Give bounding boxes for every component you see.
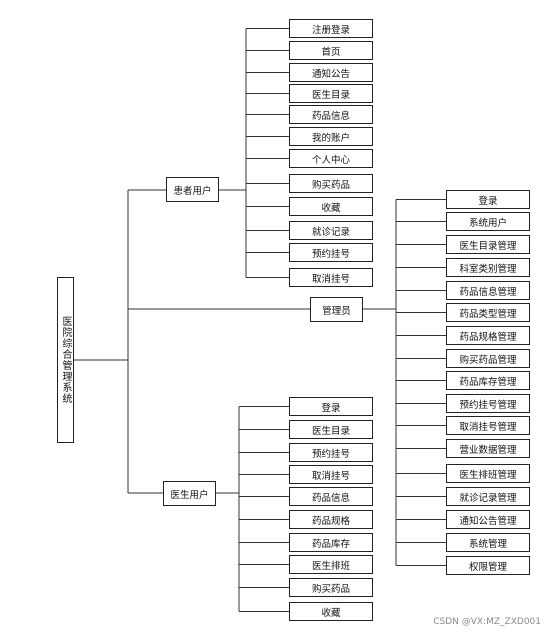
leaf-node-patient-3: 医生目录: [289, 84, 373, 103]
group-node-admin: 管理员: [310, 297, 363, 322]
leaf-node-admin-14: 通知公告管理: [446, 510, 530, 529]
leaf-node-patient-4: 药品信息: [289, 105, 373, 124]
leaf-node-admin-11: 营业数据管理: [446, 439, 530, 458]
leaf-node-doctor-9: 收藏: [289, 602, 373, 621]
leaf-node-patient-0: 注册登录: [289, 19, 373, 38]
leaf-node-doctor-6: 药品库存: [289, 533, 373, 552]
leaf-node-patient-6: 个人中心: [289, 149, 373, 168]
leaf-node-patient-1: 首页: [289, 41, 373, 60]
leaf-node-admin-12: 医生排班管理: [446, 464, 530, 483]
leaf-node-admin-5: 药品类型管理: [446, 303, 530, 322]
leaf-node-admin-6: 药品规格管理: [446, 326, 530, 345]
leaf-node-admin-1: 系统用户: [446, 212, 530, 231]
leaf-node-doctor-1: 医生目录: [289, 420, 373, 439]
leaf-node-patient-9: 就诊记录: [289, 221, 373, 240]
leaf-node-patient-2: 通知公告: [289, 63, 373, 82]
leaf-node-patient-7: 购买药品: [289, 174, 373, 193]
root-node: 医院综合管理系统: [57, 277, 74, 443]
leaf-node-patient-5: 我的账户: [289, 127, 373, 146]
leaf-node-doctor-0: 登录: [289, 397, 373, 416]
leaf-node-admin-13: 就诊记录管理: [446, 487, 530, 506]
leaf-node-patient-11: 取消挂号: [289, 268, 373, 287]
leaf-node-admin-9: 预约挂号管理: [446, 394, 530, 413]
leaf-node-doctor-2: 预约挂号: [289, 443, 373, 462]
leaf-node-admin-16: 权限管理: [446, 556, 530, 575]
leaf-node-doctor-4: 药品信息: [289, 487, 373, 506]
leaf-node-admin-15: 系统管理: [446, 533, 530, 552]
leaf-node-admin-2: 医生目录管理: [446, 235, 530, 254]
leaf-node-admin-8: 药品库存管理: [446, 371, 530, 390]
group-node-patient: 患者用户: [166, 177, 219, 202]
leaf-node-doctor-3: 取消挂号: [289, 465, 373, 484]
group-node-doctor: 医生用户: [163, 481, 216, 506]
leaf-node-patient-10: 预约挂号: [289, 243, 373, 262]
leaf-node-admin-10: 取消挂号管理: [446, 416, 530, 435]
watermark: CSDN @VX:MZ_ZXD001: [433, 617, 541, 627]
leaf-node-admin-3: 科室类别管理: [446, 258, 530, 277]
leaf-node-admin-4: 药品信息管理: [446, 281, 530, 300]
leaf-node-doctor-8: 购买药品: [289, 578, 373, 597]
leaf-node-doctor-7: 医生排班: [289, 555, 373, 574]
leaf-node-patient-8: 收藏: [289, 197, 373, 216]
leaf-node-admin-7: 购买药品管理: [446, 349, 530, 368]
leaf-node-admin-0: 登录: [446, 190, 530, 209]
leaf-node-doctor-5: 药品规格: [289, 510, 373, 529]
